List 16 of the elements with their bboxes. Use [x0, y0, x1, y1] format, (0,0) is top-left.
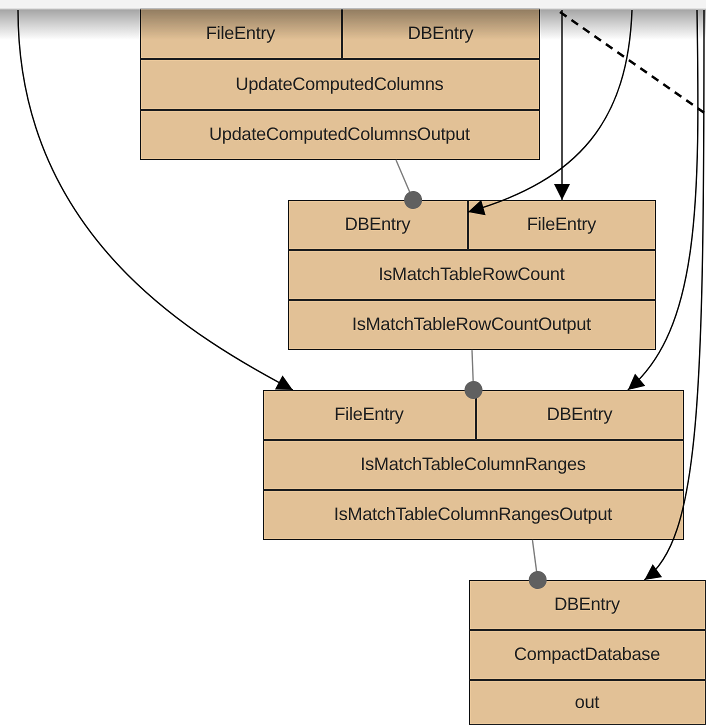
arrow [468, 10, 633, 215]
connector-line [395, 160, 422, 209]
record-field: DBEntry [288, 200, 468, 250]
record-field: IsMatchTableRowCount [288, 250, 656, 300]
record-field: UpdateComputedColumns [140, 58, 540, 110]
arrow [627, 10, 699, 390]
record-field: FileEntry [468, 200, 656, 250]
record-field: DBEntry [342, 8, 540, 58]
record-field: CompactDatabase [468, 630, 706, 680]
connector-line [464, 350, 482, 399]
arrow [644, 10, 705, 580]
record-field: FileEntry [140, 8, 342, 58]
arrow [554, 10, 570, 200]
arrow [17, 10, 294, 391]
connector-line [528, 540, 547, 589]
record-field: IsMatchTableColumnRanges [262, 440, 684, 490]
